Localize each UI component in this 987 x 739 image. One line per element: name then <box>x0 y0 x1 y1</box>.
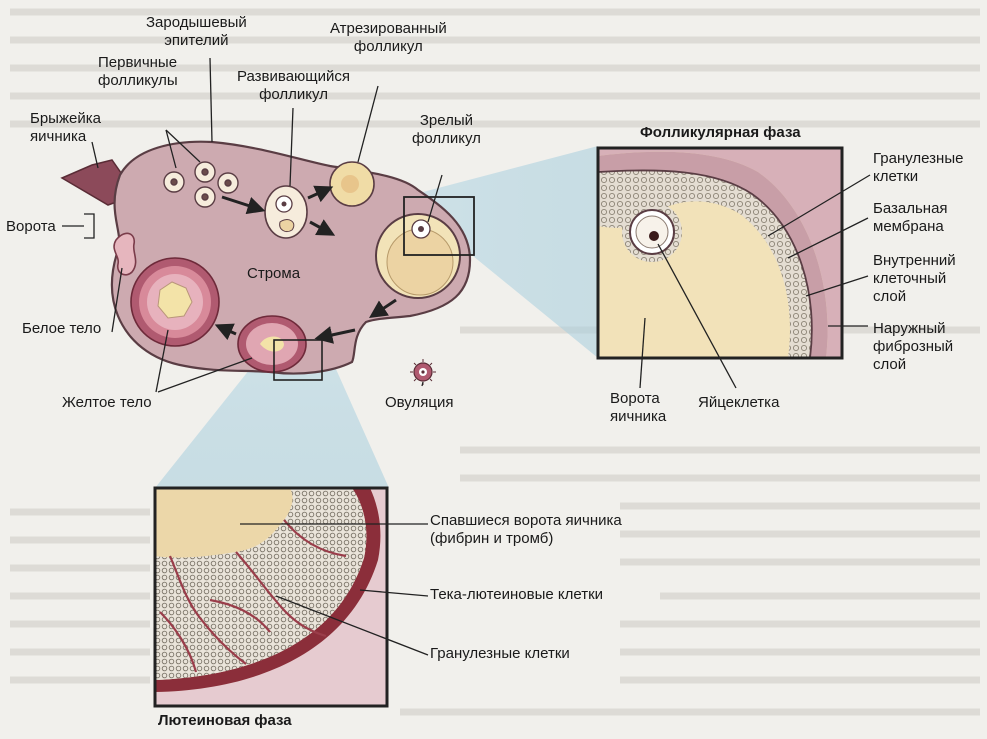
label-oocyte: Яйцеклетка <box>698 394 779 412</box>
label-germinal-epithelium: Зародышевый эпителий <box>146 14 247 50</box>
label-theca-lutein-cells: Тека-лютеиновые клетки <box>430 586 603 604</box>
label-atretic-follicle: Атрезированный фолликул <box>330 20 447 56</box>
label-hilum: Ворота <box>6 218 56 236</box>
ovulation-ovum <box>410 359 436 385</box>
mature-follicle <box>376 214 460 298</box>
label-basement-membrane: Базальная мембрана <box>873 200 948 236</box>
luteal-inset <box>155 488 387 706</box>
label-granulosa-lutein-cells: Гранулезные клетки <box>430 645 570 663</box>
label-corpus-albicans: Белое тело <box>22 320 101 338</box>
label-developing-follicle: Развивающийся фолликул <box>237 68 350 104</box>
follicular-phase-title: Фолликулярная фаза <box>640 124 801 142</box>
luteal-phase-title: Лютеиновая фаза <box>158 712 292 730</box>
label-ovulation: Овуляция <box>385 394 453 412</box>
follicular-inset <box>598 148 842 358</box>
label-antrum: Ворота яичника <box>610 390 666 426</box>
atretic-follicle <box>330 162 374 206</box>
hilum-shape <box>114 233 136 274</box>
label-stroma: Строма <box>247 265 300 283</box>
label-mature-follicle: Зрелый фолликул <box>412 112 481 148</box>
label-collapsed-antrum: Спавшиеся ворота яичника (фибрин и тромб… <box>430 512 622 548</box>
label-granulosa-cells: Гранулезные клетки <box>873 150 963 186</box>
label-mesovarium: Брыжейка яичника <box>30 110 101 146</box>
developing-follicle <box>265 186 307 238</box>
label-theca-interna: Внутренний клеточный слой <box>873 252 956 306</box>
label-theca-externa: Наружный фиброзный слой <box>873 320 953 374</box>
label-primary-follicles: Первичные фолликулы <box>98 54 178 90</box>
label-corpus-luteum: Желтое тело <box>62 394 152 412</box>
corpus-albicans <box>131 258 219 346</box>
